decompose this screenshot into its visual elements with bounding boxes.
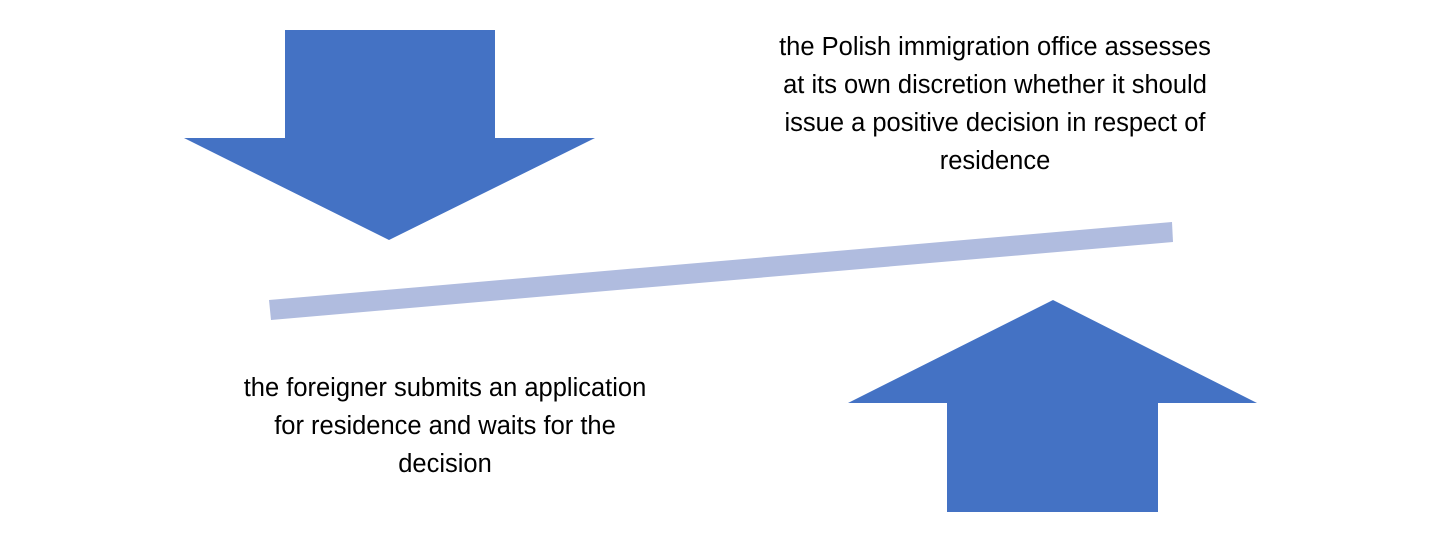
up-arrow [848,300,1257,512]
office-assessment-caption: the Polish immigration office assesses a… [779,33,1211,175]
down-arrow [184,30,595,240]
balance-bar [269,222,1173,320]
foreigner-application-caption: the foreigner submits an application for… [243,374,647,478]
